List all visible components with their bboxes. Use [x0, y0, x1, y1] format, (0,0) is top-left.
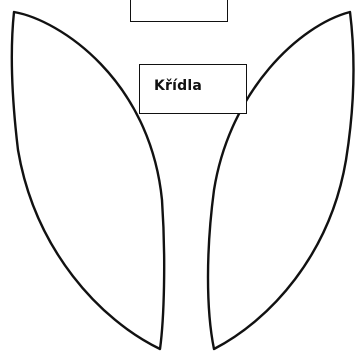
wings-label-box: Křídla — [139, 64, 247, 114]
right-wing-shape — [208, 12, 353, 349]
wings-label-text: Křídla — [154, 78, 202, 94]
left-wing-shape — [12, 12, 164, 349]
top-label-box — [130, 0, 228, 22]
